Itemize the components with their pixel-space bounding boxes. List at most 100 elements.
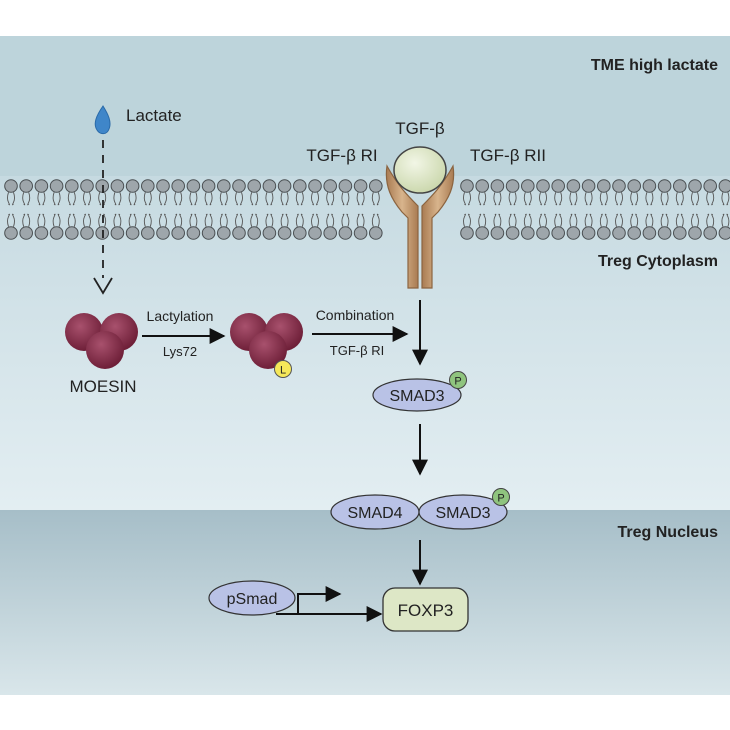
lipid-tail: [675, 192, 679, 206]
lipid-head: [80, 179, 94, 193]
lipid-tail: [554, 213, 558, 227]
nucleus-label: Treg Nucleus: [618, 524, 719, 541]
lipid-tail: [37, 192, 41, 206]
lipid-head: [65, 179, 79, 193]
lipid-head: [338, 179, 353, 193]
lipid-tail: [604, 213, 608, 227]
lipid-head: [308, 226, 322, 240]
lipid-tail: [270, 213, 274, 227]
lipid-tail: [189, 192, 193, 206]
lipid-tail: [483, 213, 487, 227]
lipid-head: [217, 226, 231, 240]
smad3-nuclear-protein: [418, 494, 508, 530]
lipid-head: [673, 179, 687, 193]
lipid-head: [490, 226, 505, 240]
lipid-tail: [463, 213, 466, 227]
lipid-head: [19, 226, 34, 240]
lipid-tail: [128, 192, 132, 206]
moesin-protein: [65, 313, 138, 369]
lipid-tail: [311, 213, 314, 227]
lipid-tail: [72, 192, 76, 206]
moesin-label: MOESIN: [69, 377, 136, 396]
lipid-tail: [675, 213, 679, 227]
lipid-tail: [630, 192, 634, 206]
lipid-head: [688, 179, 702, 193]
lipid-tail: [599, 213, 603, 227]
lipid-tail: [650, 213, 654, 227]
lipid-tail: [711, 213, 715, 227]
lipid-head: [718, 179, 730, 193]
lipid-head: [19, 179, 34, 193]
lipid-tail: [174, 192, 178, 206]
lipid-tail: [356, 213, 360, 227]
lipid-tail: [615, 213, 618, 227]
lipid-tail: [721, 213, 725, 227]
lipid-head: [141, 226, 155, 240]
lipid-tail: [265, 192, 269, 206]
lipid-head: [201, 226, 216, 240]
lipid-tail: [295, 192, 299, 206]
lipid-tail: [113, 192, 117, 206]
lipid-tail: [219, 213, 223, 227]
lipid-tail: [493, 192, 497, 206]
lipid-tail: [255, 192, 259, 206]
lipid-tail: [665, 213, 669, 227]
smad3-phospho-complex: SMAD3 P: [372, 371, 467, 412]
lipid-head: [277, 226, 292, 240]
lipid-tail: [194, 213, 198, 227]
lactate-arrow-head: [93, 277, 113, 295]
moesin-subunit: [249, 331, 287, 369]
lipid-head: [536, 226, 550, 240]
lipid-head: [490, 179, 505, 193]
lipid-tail: [164, 192, 167, 206]
lipid-head: [65, 226, 79, 240]
lipid-tail: [194, 192, 198, 206]
lipid-tail: [209, 213, 213, 227]
lipid-tail: [341, 213, 345, 227]
lipid-tail: [98, 192, 102, 206]
lipid-tail: [295, 213, 299, 227]
tgfb-ligand: [393, 146, 447, 194]
lipid-tail: [665, 192, 669, 206]
lipid-tail: [12, 192, 15, 206]
lactate-drop-icon: [94, 105, 111, 135]
tgfb-r1-label: TGF-β RI: [306, 146, 377, 165]
lipid-head: [369, 226, 383, 240]
lipid-tail: [508, 192, 512, 206]
phospho-badge-icon: [492, 488, 510, 506]
lipid-head: [521, 179, 535, 193]
combination-target-label: TGF-β RI: [330, 343, 384, 358]
lipid-tail: [331, 213, 335, 227]
lipid-head: [262, 179, 277, 193]
lipid-tail: [57, 192, 61, 206]
lys72-label: Lys72: [163, 344, 197, 359]
tgfb-r1-receptor: [385, 164, 419, 289]
lipid-tail: [42, 213, 46, 227]
lipid-head: [566, 226, 581, 240]
lipid-tail: [599, 192, 603, 206]
lactate-label: Lactate: [126, 106, 182, 125]
lipid-head: [703, 226, 718, 240]
lipid-tail: [635, 192, 639, 206]
cell-membrane-bilayer: [4, 179, 730, 240]
lipid-head: [536, 179, 550, 193]
lipid-tail: [143, 213, 147, 227]
lipid-head: [688, 226, 702, 240]
lipid-tail: [539, 213, 542, 227]
lipid-head: [551, 226, 566, 240]
lipid-head: [247, 226, 261, 240]
lipid-tail: [346, 213, 350, 227]
lipid-tail: [88, 213, 91, 227]
lipid-tail: [660, 213, 664, 227]
lipid-tail: [726, 192, 730, 206]
lipid-tail: [645, 192, 649, 206]
lipid-tail: [311, 192, 314, 206]
lipid-head: [718, 226, 730, 240]
lipid-head: [581, 226, 596, 240]
lipid-tail: [316, 192, 319, 206]
lipid-head: [217, 179, 231, 193]
lipid-tail: [356, 192, 360, 206]
lipid-tail: [285, 213, 289, 227]
lipid-tail: [255, 213, 259, 227]
lipid-tail: [27, 192, 31, 206]
